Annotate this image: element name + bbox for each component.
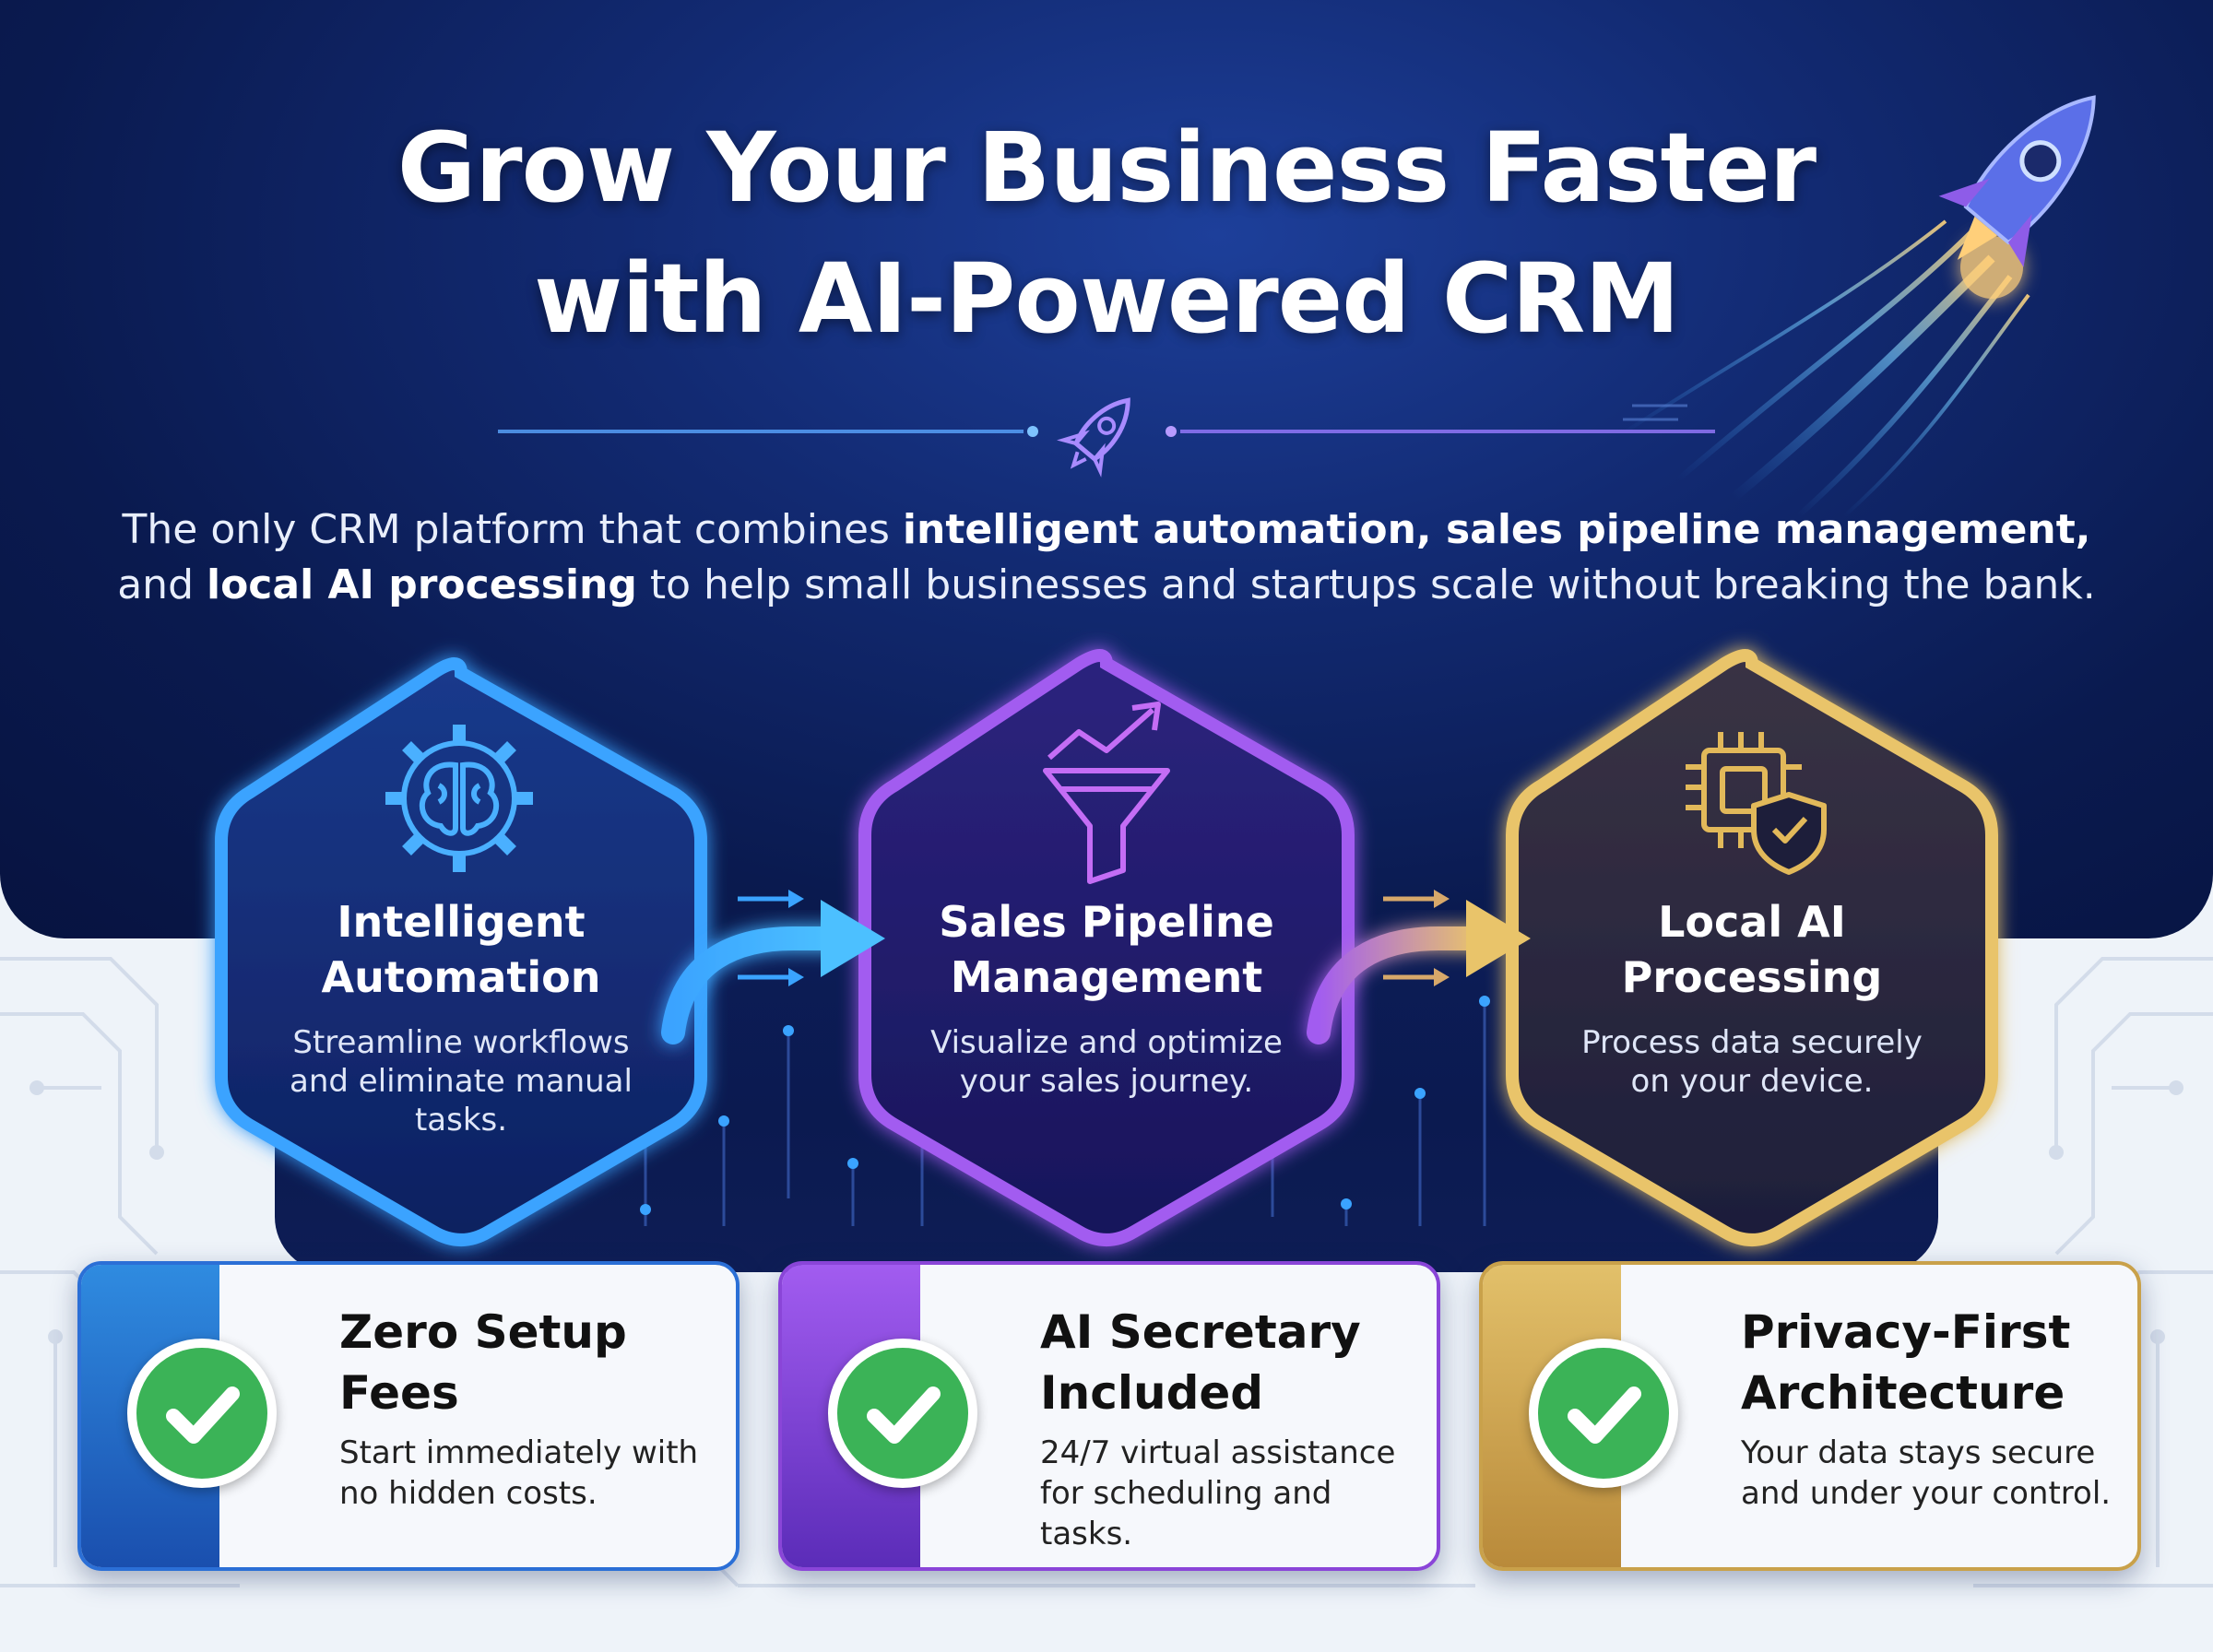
card-body	[219, 1265, 736, 1567]
feature-title-line2: Management	[950, 952, 1263, 1002]
feature-desc-line1: Streamline workflows	[292, 1024, 630, 1061]
feature-desc-line2: your sales journey.	[959, 1063, 1254, 1100]
gear-brain-icon	[385, 725, 533, 872]
card-desc-line1: Start immediately with	[339, 1434, 699, 1471]
card-title-line1: AI Secretary	[1040, 1305, 1361, 1359]
card-body	[1621, 1265, 2137, 1567]
card-title-line2: Included	[1040, 1366, 1264, 1420]
card-description: Your data stays secure and under your con…	[1741, 1433, 2128, 1514]
feature-pipeline-text: Sales Pipeline Management Visualize and …	[894, 894, 1319, 1101]
page-title-line1: Grow Your Business Faster	[396, 112, 1817, 224]
feature-local-ai-text: Local AI Processing Process data securel…	[1540, 894, 1964, 1101]
feature-desc-line3: tasks.	[414, 1102, 508, 1139]
flow-arrow-1	[661, 890, 885, 1044]
card-description: 24/7 virtual assistance for scheduling an…	[1040, 1433, 1427, 1554]
feature-description: Process data securely on your device.	[1540, 1023, 1964, 1101]
intro-line1-text: The only CRM platform that combines	[122, 506, 903, 553]
feature-title-line1: Intelligent	[337, 897, 586, 947]
card-desc-line2: for scheduling and tasks.	[1040, 1475, 1332, 1552]
chip-shield-icon	[1686, 732, 1827, 875]
intro-line1: The only CRM platform that combines inte…	[92, 502, 2121, 558]
intro-line2-text: to help small businesses and startups sc…	[636, 561, 2096, 608]
card-title-line2: Architecture	[1741, 1366, 2065, 1420]
card-desc-line2: and under your control.	[1741, 1475, 2112, 1512]
feature-desc-line2: and eliminate manual	[290, 1063, 633, 1100]
rocket-illustration	[1621, 95, 2096, 519]
page-title-line2: with AI-Powered CRM	[534, 242, 1680, 355]
card-description: Start immediately with no hidden costs.	[339, 1433, 727, 1514]
card-title-line2: Fees	[339, 1366, 459, 1420]
feature-hexagon-pipeline	[858, 649, 1355, 1246]
feature-description: Streamline workflows and eliminate manua…	[249, 1023, 673, 1139]
feature-desc-line1: Process data securely	[1581, 1024, 1923, 1061]
feature-title-line1: Local AI	[1658, 897, 1846, 947]
intro-line2-prefix: and	[117, 561, 207, 608]
feature-desc-line2: on your device.	[1630, 1063, 1874, 1100]
title-divider	[498, 426, 1715, 437]
intro-line1-emphasis: intelligent automation, sales pipeline m…	[902, 506, 2091, 553]
funnel-chart-icon	[1043, 702, 1170, 884]
feature-title-line2: Automation	[321, 952, 601, 1002]
checkmark-icon	[828, 1339, 977, 1488]
intro-line2-emphasis: local AI processing	[206, 561, 637, 608]
card-body	[920, 1265, 1437, 1567]
card-desc-line2: no hidden costs.	[339, 1475, 598, 1512]
checkmark-icon	[1529, 1339, 1678, 1488]
rocket-icon	[1057, 397, 1130, 478]
feature-title-line1: Sales Pipeline	[939, 897, 1274, 947]
feature-hexagon-automation	[215, 657, 707, 1246]
feature-automation-text: Intelligent Automation Streamline workfl…	[249, 894, 673, 1139]
feature-title-line2: Processing	[1621, 952, 1883, 1002]
intro-line2: and local AI processing to help small bu…	[92, 558, 2121, 613]
card-desc-line1: Your data stays secure	[1741, 1434, 2096, 1471]
card-desc-line1: 24/7 virtual assistance	[1040, 1434, 1396, 1471]
flow-arrow-2	[1307, 890, 1531, 1044]
card-title-line1: Privacy-First	[1741, 1305, 2071, 1359]
feature-hexagon-local-ai	[1506, 649, 1998, 1246]
card-title-line1: Zero Setup	[339, 1305, 627, 1359]
feature-desc-line1: Visualize and optimize	[930, 1024, 1283, 1061]
hero-graphics	[215, 95, 2096, 1246]
feature-description: Visualize and optimize your sales journe…	[894, 1023, 1319, 1101]
checkmark-icon	[127, 1339, 277, 1488]
